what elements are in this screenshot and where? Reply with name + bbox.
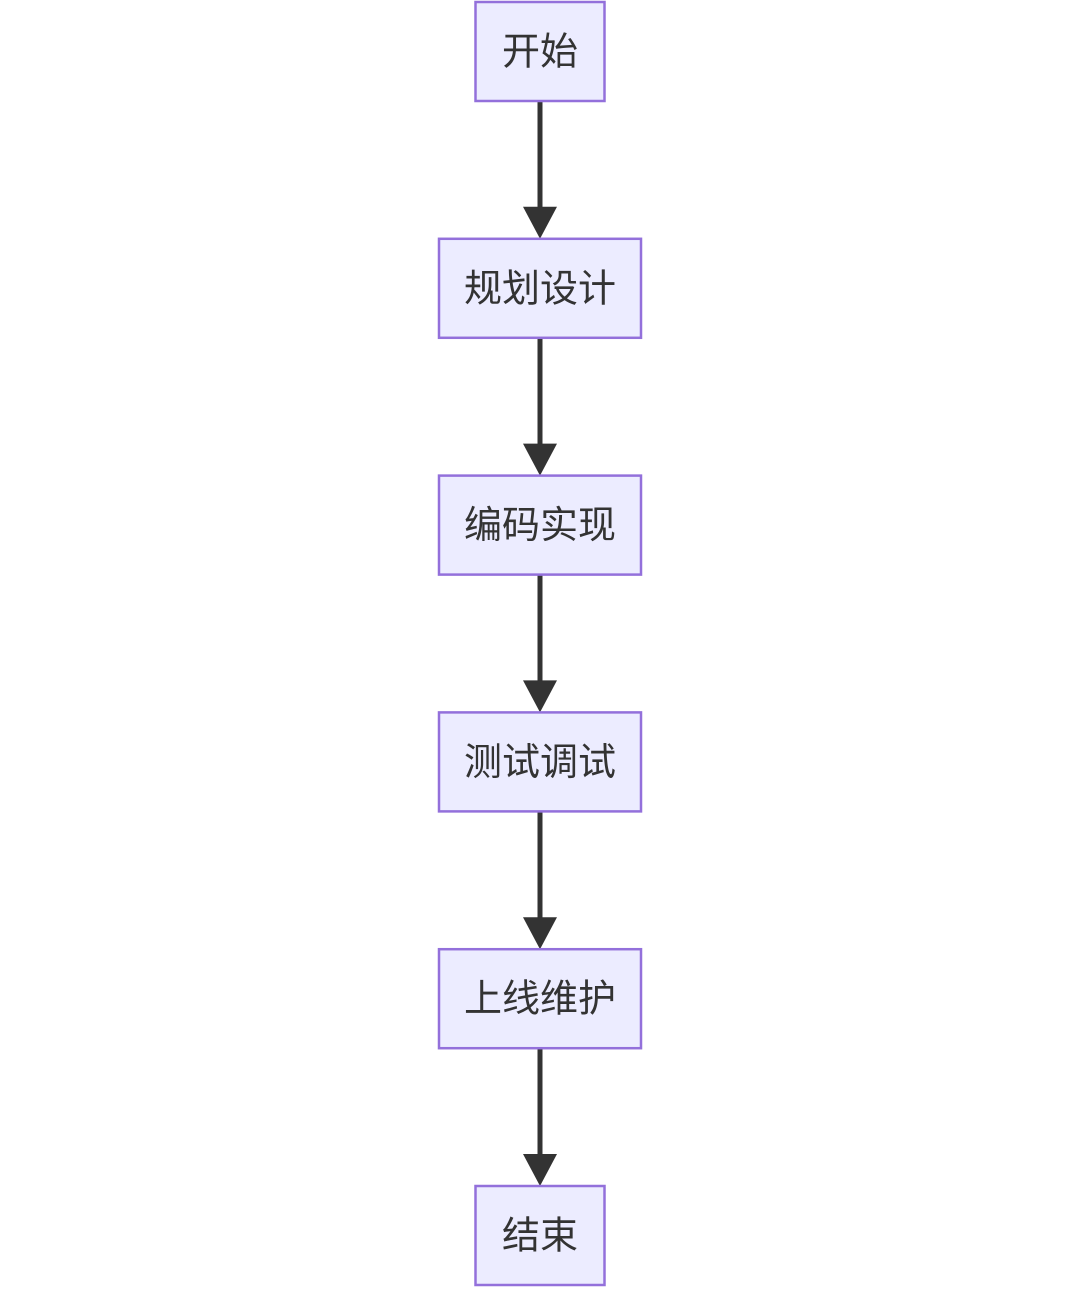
flow-node-end: 结束	[474, 1184, 606, 1287]
flow-edge-plan-code	[523, 337, 557, 476]
node-box	[474, 1184, 606, 1287]
flow-node-start: 开始	[474, 0, 606, 103]
node-box	[437, 711, 643, 813]
flow-node-test: 测试调试	[437, 711, 643, 813]
node-label: 规划设计	[464, 266, 616, 310]
node-label: 测试调试	[464, 740, 616, 784]
node-box	[437, 947, 643, 1050]
node-box	[474, 0, 606, 103]
flow-node-deploy: 上线维护	[437, 947, 643, 1050]
flow-node-code: 编码实现	[437, 474, 643, 576]
node-label: 结束	[502, 1214, 578, 1258]
node-box	[437, 474, 643, 576]
arrowhead-icon	[523, 443, 557, 476]
edges	[523, 101, 557, 1186]
flow-edge-code-test	[523, 574, 557, 713]
arrowhead-icon	[523, 206, 557, 239]
arrowhead-icon	[523, 680, 557, 713]
flow-edge-deploy-end	[523, 1048, 557, 1186]
node-label: 编码实现	[464, 503, 616, 547]
node-label: 开始	[502, 30, 578, 74]
arrowhead-icon	[523, 1154, 557, 1186]
flow-node-plan: 规划设计	[437, 237, 643, 340]
arrowhead-icon	[523, 917, 557, 950]
node-label: 上线维护	[464, 977, 616, 1021]
node-box	[437, 237, 643, 340]
flow-edge-start-plan	[523, 101, 557, 239]
flow-edge-test-deploy	[523, 811, 557, 950]
